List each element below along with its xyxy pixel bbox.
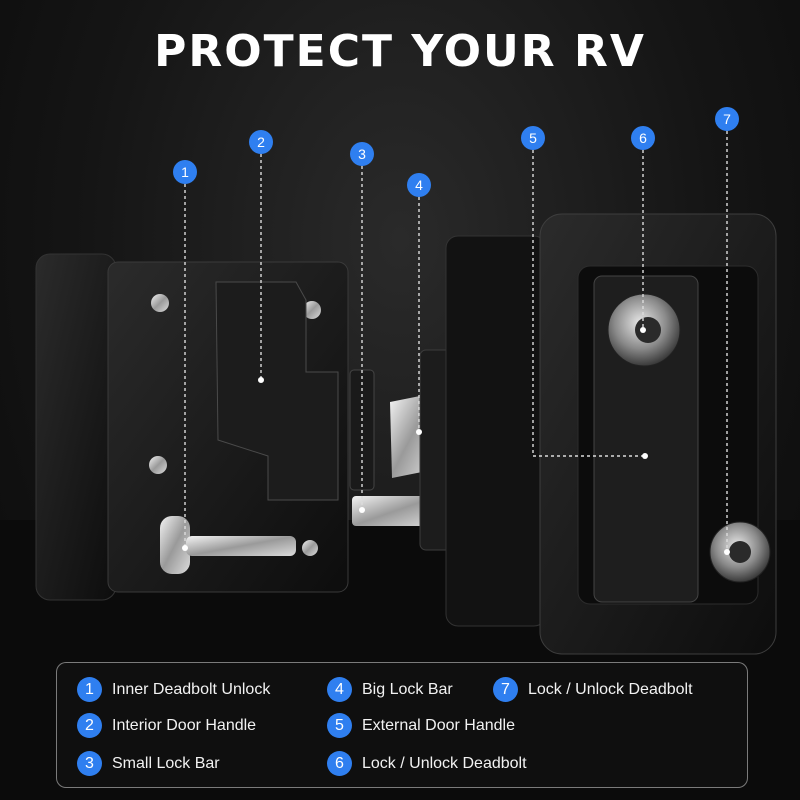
callout-dots bbox=[182, 327, 730, 555]
legend-number: 6 bbox=[327, 751, 352, 776]
legend-number: 7 bbox=[493, 677, 518, 702]
legend-label: Inner Deadbolt Unlock bbox=[112, 680, 271, 698]
legend-number: 1 bbox=[77, 677, 102, 702]
legend-label: Lock / Unlock Deadbolt bbox=[362, 754, 527, 772]
page-title: PROTECT YOUR RV bbox=[154, 26, 646, 77]
legend-panel: 1 Inner Deadbolt Unlock 2 Interior Door … bbox=[56, 662, 748, 788]
legend-number: 5 bbox=[327, 713, 352, 738]
legend-label: Interior Door Handle bbox=[112, 716, 257, 734]
legend-item: 1 Inner Deadbolt Unlock bbox=[77, 677, 270, 702]
legend-item: 7 Lock / Unlock Deadbolt bbox=[493, 677, 693, 702]
legend-label: Lock / Unlock Deadbolt bbox=[528, 680, 693, 698]
callout-6: 6 bbox=[631, 126, 655, 150]
legend-item: 2 Interior Door Handle bbox=[77, 713, 256, 738]
callout-1: 1 bbox=[173, 160, 197, 184]
legend-label: Small Lock Bar bbox=[112, 754, 220, 772]
callout-7: 7 bbox=[715, 107, 739, 131]
legend-number: 2 bbox=[77, 713, 102, 738]
legend-item: 6 Lock / Unlock Deadbolt bbox=[327, 751, 527, 776]
callout-2: 2 bbox=[249, 130, 273, 154]
legend-number: 4 bbox=[327, 677, 352, 702]
callout-leaders bbox=[184, 131, 728, 552]
legend-label: Big Lock Bar bbox=[362, 680, 453, 698]
legend-item: 3 Small Lock Bar bbox=[77, 751, 220, 776]
interior-lock-unit bbox=[35, 253, 349, 601]
callout-4: 4 bbox=[407, 173, 431, 197]
exterior-lock-unit bbox=[445, 213, 777, 655]
legend-item: 4 Big Lock Bar bbox=[327, 677, 453, 702]
legend-label: External Door Handle bbox=[362, 716, 515, 734]
legend-number: 3 bbox=[77, 751, 102, 776]
legend-item: 5 External Door Handle bbox=[327, 713, 515, 738]
callout-5: 5 bbox=[521, 126, 545, 150]
callout-3: 3 bbox=[350, 142, 374, 166]
